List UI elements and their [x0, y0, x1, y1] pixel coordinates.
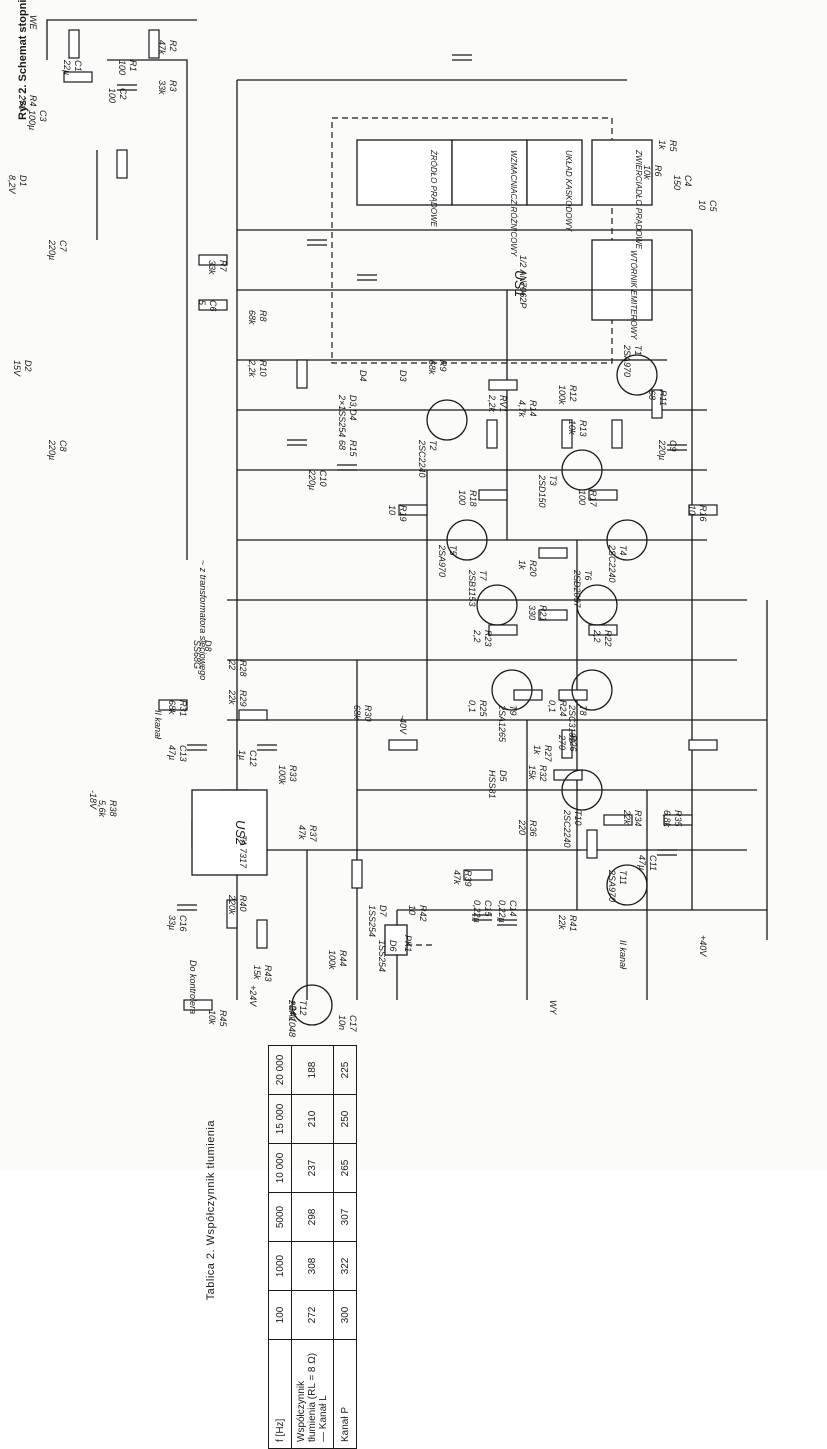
- table-cell: 272: [291, 1290, 334, 1340]
- wzmacniacz-block: [451, 139, 528, 206]
- t3-symbol: [561, 449, 603, 491]
- table-cell: 307: [333, 1192, 357, 1242]
- table-cell: 100: [268, 1290, 292, 1340]
- table-row-kanal-l: Współczynnik tłumienia (RL = 8 Ω) — Kana…: [291, 1045, 334, 1449]
- t12-symbol: [291, 984, 333, 1026]
- zrodlo-block: [356, 139, 453, 206]
- t1-symbol: [616, 354, 658, 396]
- table-cell: 237: [291, 1143, 334, 1193]
- table-cell: 20 000: [268, 1045, 292, 1095]
- us2-box: [191, 789, 268, 876]
- schematic-diagram: [46, 19, 768, 1026]
- t10-symbol: [561, 769, 603, 811]
- table-row-freq-header: f [Hz]: [268, 1339, 292, 1449]
- t11-symbol: [606, 864, 648, 906]
- table-row-kanal-p-header: Kanał P: [333, 1339, 357, 1449]
- table-cell: 298: [291, 1192, 334, 1242]
- zwierciadlo-block: [591, 139, 653, 206]
- table-cell: 5000: [268, 1192, 292, 1242]
- table-cell: 225: [333, 1045, 357, 1095]
- t2-symbol: [426, 399, 468, 441]
- table-cell: 322: [333, 1241, 357, 1291]
- kaskodowy-block: [526, 139, 583, 206]
- wtornik-block: [591, 239, 653, 321]
- t7-symbol: [476, 584, 518, 626]
- figure-caption: Rys. 2. Schemat stopnia mocy PM66KI ze z…: [17, 0, 29, 120]
- table-cell: 1000: [268, 1241, 292, 1291]
- table-cell: 10 000: [268, 1143, 292, 1193]
- table-cell: 210: [291, 1094, 334, 1144]
- table-cell: 250: [333, 1094, 357, 1144]
- table-row-kanal-l-header: Współczynnik tłumienia (RL = 8 Ω) — Kana…: [291, 1339, 334, 1449]
- t4-symbol: [606, 519, 648, 561]
- t6-symbol: [576, 584, 618, 626]
- table-cell: 300: [333, 1290, 357, 1340]
- table-cell: 188: [291, 1045, 334, 1095]
- t5-symbol: [446, 519, 488, 561]
- table-cell: 308: [291, 1241, 334, 1291]
- table-title: Tablica 2. Współczynnik tłumienia: [205, 1120, 217, 1301]
- t9-symbol: [491, 669, 533, 711]
- pk1-relay: [384, 924, 408, 956]
- table-cell: 265: [333, 1143, 357, 1193]
- t8-symbol: [571, 669, 613, 711]
- table-cell: 15 000: [268, 1094, 292, 1144]
